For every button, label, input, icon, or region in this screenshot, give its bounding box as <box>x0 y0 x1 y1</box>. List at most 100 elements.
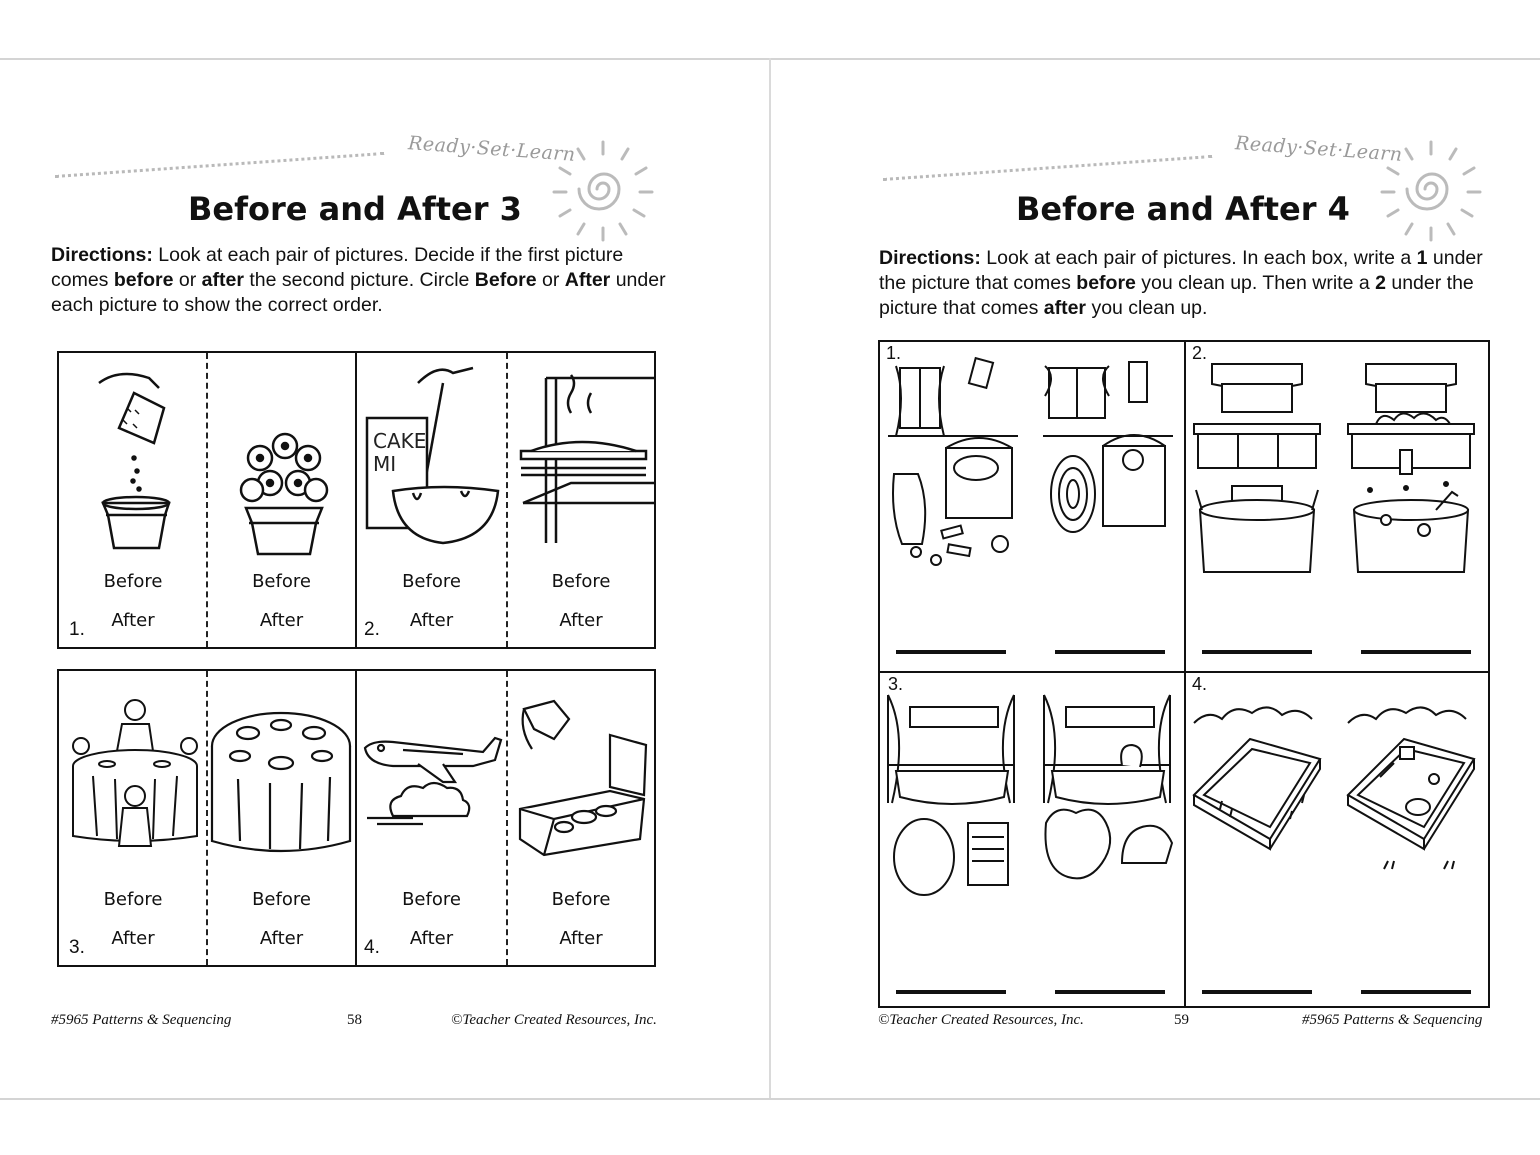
cake-mix-bowl-icon: CAKE MI <box>365 366 500 545</box>
directions-part: Look at each pair of pictures. Decide if… <box>51 244 624 291</box>
box-number: 2. <box>1192 343 1208 363</box>
directions-part: under the picture that comes <box>879 247 1483 294</box>
dashed-divider <box>206 353 208 647</box>
option-after[interactable]: After <box>259 928 304 949</box>
option-after[interactable]: After <box>409 928 454 949</box>
dashed-divider <box>506 671 508 965</box>
grid-horizontal-line <box>880 671 1488 673</box>
messy-bathroom-icon <box>1043 694 1174 880</box>
book-gutter <box>769 58 771 1098</box>
directions-label: Directions: <box>879 247 981 269</box>
directions-bold: before <box>1076 272 1136 294</box>
directions-bold: before <box>113 269 174 291</box>
messy-bedroom-icon <box>888 356 1018 566</box>
exercise-number: 4. <box>364 937 380 958</box>
page-number: 58 <box>347 1012 362 1028</box>
directions-part: the second picture. Circle <box>243 269 475 291</box>
exercise-1-picture-b: Before After <box>208 353 355 647</box>
directions-text: Directions: Look at each pair of picture… <box>879 246 1504 321</box>
option-before[interactable]: Before <box>402 889 461 910</box>
seed-packet-sowing-pot-icon <box>98 372 171 550</box>
option-before[interactable]: Before <box>103 889 163 910</box>
option-before[interactable]: Before <box>103 571 163 592</box>
footer-left: #5965 Patterns & Sequencing <box>51 1012 232 1028</box>
airplane-cloud-icon <box>363 736 503 826</box>
exercise-3-picture-a: Before After 3. <box>59 671 207 965</box>
box-number: 4. <box>1192 674 1208 694</box>
exercise-2-picture-a: CAKE MI Before After 2. <box>357 353 506 647</box>
option-after[interactable]: After <box>559 928 603 949</box>
page-title: Before and After 3 <box>188 190 522 228</box>
tidy-bedroom-icon <box>1043 361 1173 533</box>
set-empty-table-icon <box>210 711 352 853</box>
option-after[interactable]: After <box>409 610 454 631</box>
directions-part: you clean up. Then write a <box>1135 272 1376 294</box>
exercise-strip-top: Before After 1. Before After <box>57 351 656 649</box>
svg-text:MI: MI <box>373 452 396 476</box>
directions-bold: 2 <box>1375 272 1386 294</box>
cake-in-oven-icon <box>519 374 656 543</box>
box-number: 3. <box>888 674 904 694</box>
dashed-divider <box>506 353 508 647</box>
directions-bold: 1 <box>1416 247 1428 269</box>
answer-blank[interactable] <box>1361 990 1471 994</box>
cleanup-box-1: 1. <box>880 342 1184 671</box>
tidy-bathroom-icon <box>887 694 1015 896</box>
solid-divider <box>355 353 357 647</box>
option-before[interactable]: Before <box>551 571 611 592</box>
option-before[interactable]: Before <box>252 889 311 910</box>
directions-bold: After <box>564 269 611 291</box>
exercise-3-picture-b: Before After <box>208 671 355 965</box>
directions-part: Look at each pair of pictures. In each b… <box>980 247 1417 269</box>
directions-text: Directions: Look at each pair of picture… <box>51 243 681 318</box>
option-after[interactable]: After <box>259 610 304 631</box>
answer-blank[interactable] <box>1361 650 1471 654</box>
page-58: Ready·Set·Learn Before and After 3 Direc… <box>51 132 681 1028</box>
messy-kitchen-icon <box>1347 363 1475 573</box>
footer-right: #5965 Patterns & Sequencing <box>1302 1012 1483 1028</box>
brand-dotted-arc <box>54 151 385 178</box>
cleanup-box-3: 3. <box>880 673 1184 1006</box>
exercise-4-picture-a: Before After 4. <box>357 671 506 965</box>
directions-part: you clean up. <box>1086 297 1208 319</box>
answer-blank[interactable] <box>1202 990 1312 994</box>
answer-blank[interactable] <box>1055 990 1165 994</box>
exercise-number: 2. <box>364 619 380 640</box>
directions-part: under each picture to show the correct o… <box>51 269 666 316</box>
directions-label: Directions: <box>51 244 153 266</box>
option-before[interactable]: Before <box>551 889 611 910</box>
sun-spiral-icon <box>1380 140 1482 242</box>
directions-part: or <box>173 269 202 291</box>
exercise-number: 3. <box>69 937 85 958</box>
option-after[interactable]: After <box>111 610 155 631</box>
family-dinner-table-icon <box>72 699 198 847</box>
cleanup-box-4: 4. <box>1186 673 1490 1006</box>
cleanup-grid: 1. <box>878 340 1490 1008</box>
option-before[interactable]: Before <box>402 571 461 592</box>
answer-blank[interactable] <box>1055 650 1165 654</box>
brand-dotted-arc <box>882 154 1213 181</box>
footer-left: ©Teacher Created Resources, Inc. <box>878 1012 1084 1028</box>
exercise-number: 1. <box>69 619 85 640</box>
directions-part: under the picture that comes <box>879 272 1474 319</box>
option-after[interactable]: After <box>111 928 155 949</box>
packing-suitcase-icon <box>518 699 648 857</box>
exercise-1-picture-a: Before After 1. <box>59 353 207 647</box>
page-59: Ready·Set·Learn Before and After 4 Direc… <box>771 0 1540 1155</box>
solid-divider <box>355 671 357 965</box>
option-before[interactable]: Before <box>252 571 311 592</box>
clean-kitchen-icon <box>1193 363 1321 573</box>
flowering-pot-icon <box>239 432 329 556</box>
exercise-strip-bottom: Before After 3. Before After <box>57 669 656 967</box>
page-number: 59 <box>1174 1012 1189 1028</box>
answer-blank[interactable] <box>896 990 1006 994</box>
answer-blank[interactable] <box>1202 650 1312 654</box>
option-after[interactable]: After <box>559 610 603 631</box>
dashed-divider <box>206 671 208 965</box>
answer-blank[interactable] <box>896 650 1006 654</box>
page-title: Before and After 4 <box>1016 190 1350 228</box>
smooth-sandbox-icon <box>1192 706 1322 851</box>
svg-text:CAKE: CAKE <box>373 429 426 453</box>
directions-bold: after <box>201 269 244 291</box>
messy-sandbox-icon <box>1346 706 1476 870</box>
